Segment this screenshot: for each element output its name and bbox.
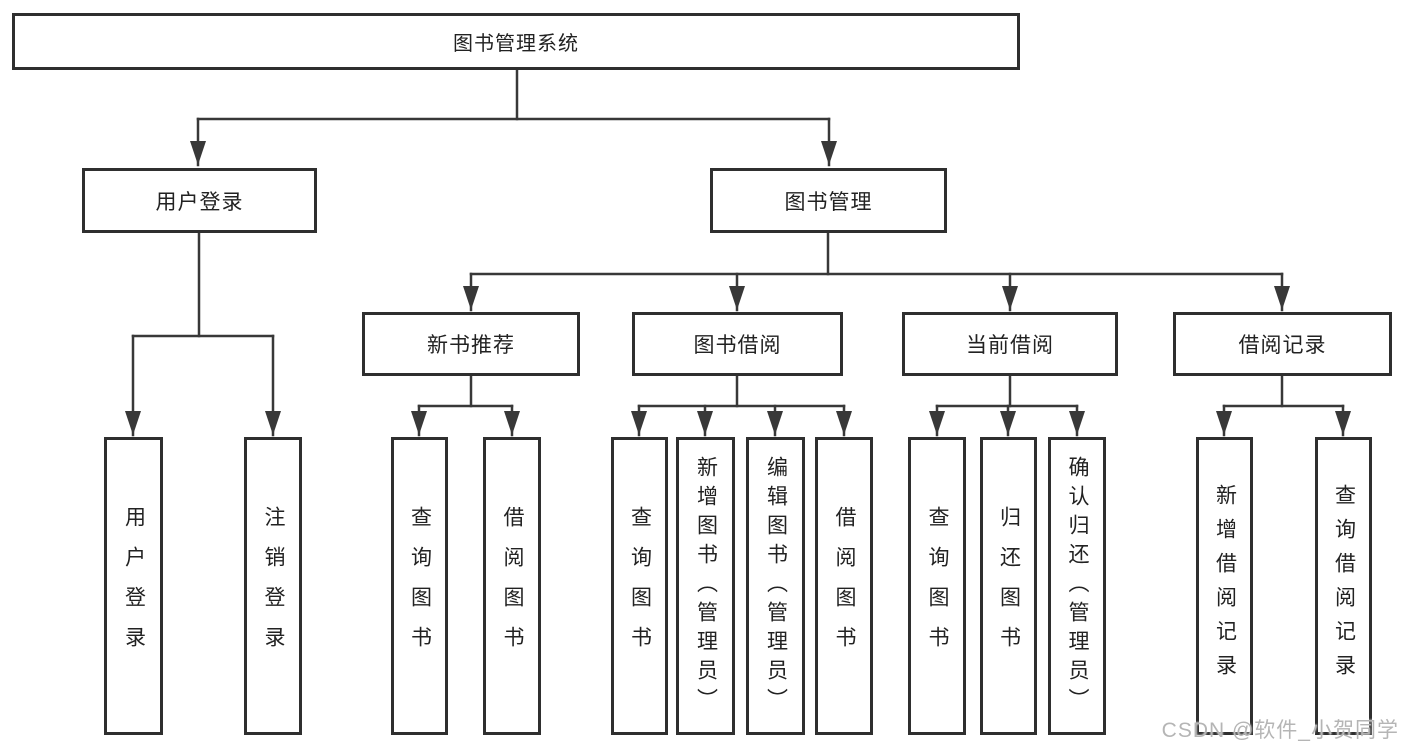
- node-new-book-recommendation: 新书推荐: [362, 312, 580, 376]
- leaf-confirm-return-admin: 确认归还（管理员）: [1048, 437, 1106, 735]
- node-label: 确认归还（管理员）: [1066, 455, 1089, 717]
- node-book-borrowing: 图书借阅: [632, 312, 843, 376]
- node-label: 图书借阅: [693, 334, 782, 357]
- node-label: 查询图书: [628, 506, 652, 666]
- leaf-user-login: 用户登录: [104, 437, 163, 735]
- leaf-query-borrow-record: 查询借阅记录: [1315, 437, 1372, 735]
- leaf-add-borrow-record: 新增借阅记录: [1196, 437, 1253, 735]
- node-label: 借阅记录: [1238, 334, 1327, 357]
- node-book-management: 图书管理: [710, 168, 947, 233]
- node-library-management-system: 图书管理系统: [12, 13, 1020, 70]
- node-label: 图书管理系统: [453, 33, 579, 55]
- leaf-return-book: 归还图书: [980, 437, 1037, 735]
- node-label: 新书推荐: [427, 334, 515, 357]
- node-label: 归还图书: [997, 506, 1021, 666]
- leaf-query-books-current: 查询图书: [908, 437, 966, 735]
- leaf-borrow-books-recommend: 借阅图书: [483, 437, 541, 735]
- node-label: 用户登录: [122, 506, 146, 666]
- node-label: 新增借阅记录: [1213, 484, 1237, 688]
- node-label: 借阅图书: [833, 506, 856, 666]
- leaf-borrow-books-borrowing: 借阅图书: [815, 437, 873, 735]
- node-label: 查询借阅记录: [1332, 484, 1356, 688]
- node-label: 图书管理: [784, 190, 873, 214]
- csdn-watermark: CSDN @软件_小贺同学: [1161, 719, 1399, 742]
- leaf-query-books-recommend: 查询图书: [391, 437, 448, 735]
- leaf-logout: 注销登录: [244, 437, 302, 735]
- node-label: 借阅图书: [501, 506, 524, 666]
- node-label: 当前借阅: [966, 334, 1054, 357]
- node-current-borrowing: 当前借阅: [902, 312, 1118, 376]
- node-label: 新增图书（管理员）: [694, 455, 718, 717]
- node-label: 编辑图书（管理员）: [764, 455, 788, 717]
- node-label: 用户登录: [155, 190, 244, 214]
- leaf-add-book-admin: 新增图书（管理员）: [676, 437, 735, 735]
- node-label: 注销登录: [262, 506, 285, 666]
- node-label: 查询图书: [408, 506, 432, 666]
- node-label: 查询图书: [926, 506, 949, 666]
- leaf-query-books-borrowing: 查询图书: [611, 437, 668, 735]
- leaf-edit-book-admin: 编辑图书（管理员）: [746, 437, 805, 735]
- node-user-login: 用户登录: [82, 168, 317, 233]
- node-borrowing-records: 借阅记录: [1173, 312, 1392, 376]
